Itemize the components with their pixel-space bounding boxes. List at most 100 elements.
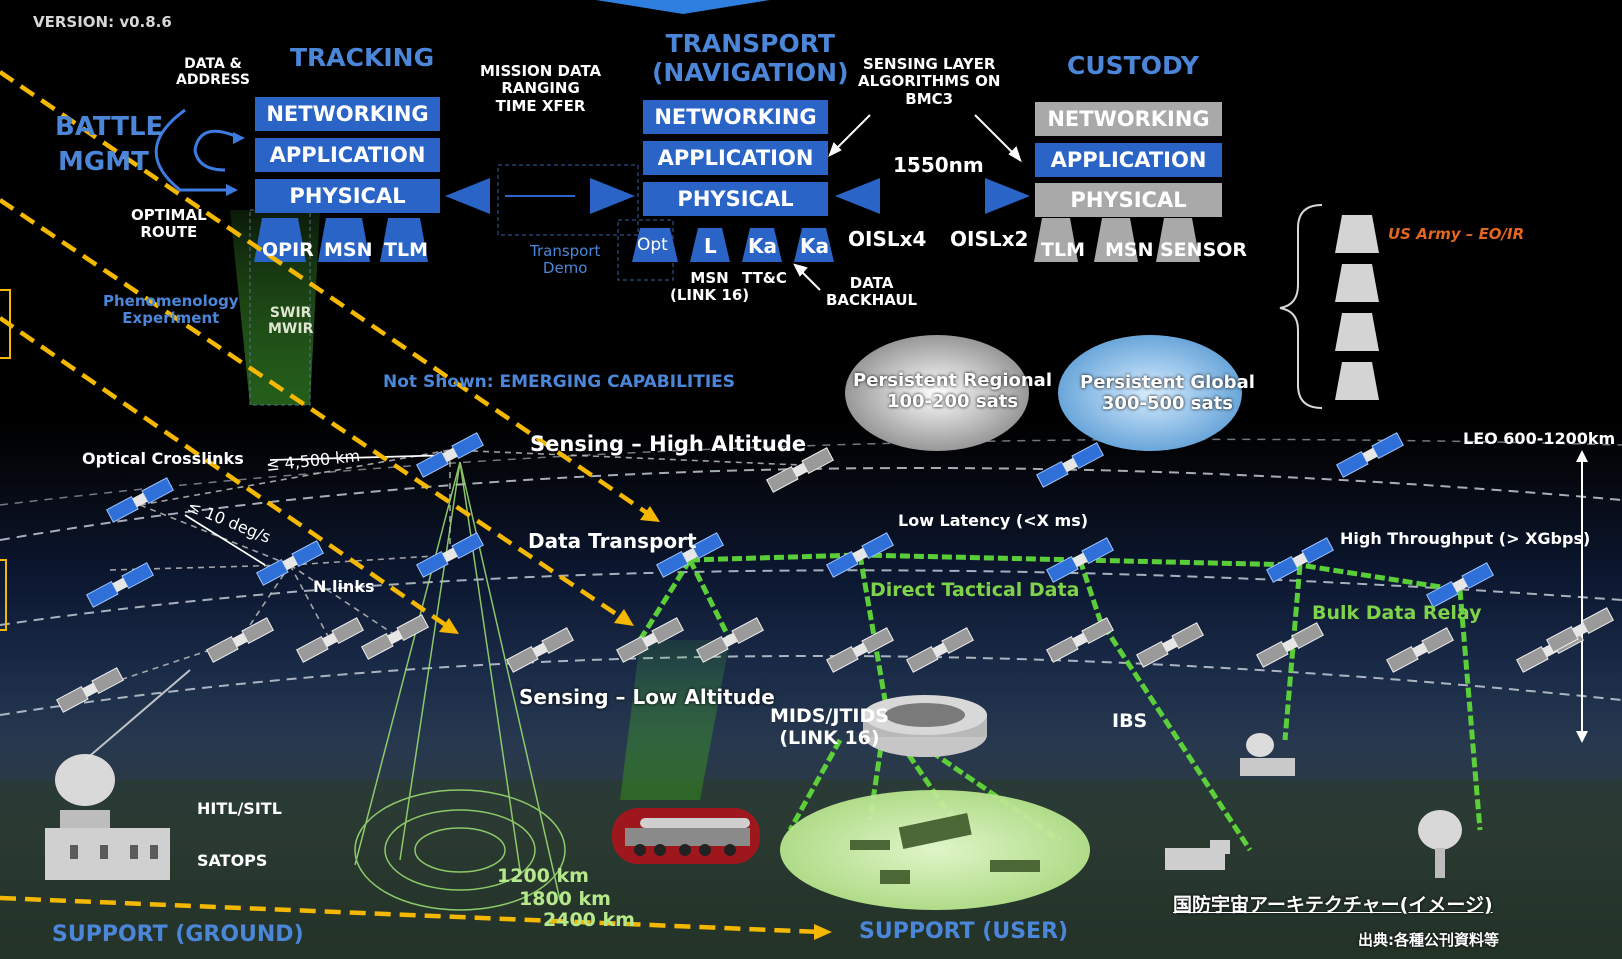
transport-physical: PHYSICAL	[643, 182, 828, 216]
orbit-mid	[0, 569, 1622, 626]
tracking-title: TRACKING	[290, 43, 435, 72]
optimal-route-label: OPTIMAL ROUTE	[131, 206, 207, 242]
satellite-icon	[1136, 622, 1204, 668]
custody-title: CUSTODY	[1067, 51, 1199, 80]
satellite-icon	[906, 627, 974, 673]
custody-payload-msn: MSN	[1105, 239, 1154, 261]
satellite-icon	[1256, 622, 1324, 668]
caption-title: 国防宇宙アーキテクチャー(イメージ)	[1173, 894, 1493, 916]
satellite-icon	[616, 617, 684, 663]
range-1200-label: 1200 km	[497, 865, 589, 887]
transport-networking: NETWORKING	[643, 100, 828, 134]
transport-payload-ka2: Ka	[800, 234, 829, 258]
oisl-x2-label: OISLx2	[950, 227, 1029, 251]
satops-label: SATOPS	[197, 851, 268, 870]
yellow-pointer-arrows	[0, 70, 821, 935]
tracking-payload-opir: OPIR	[262, 239, 314, 261]
direct-tactical-label: Direct Tactical Data	[870, 579, 1080, 601]
sensing-low-label: Sensing – Low Altitude	[519, 685, 775, 709]
tracking-networking: NETWORKING	[255, 97, 440, 131]
ibs-label: IBS	[1112, 710, 1148, 732]
caption-source: 出典:各種公刊資料等	[1358, 931, 1499, 949]
bulk-relay-label: Bulk Data Relay	[1312, 602, 1482, 624]
battle-label: BATTLE	[55, 112, 164, 142]
custody-payload-sensor: SENSOR	[1160, 239, 1248, 261]
transport-payload-l: L	[704, 234, 717, 258]
satellite-icon	[826, 627, 894, 673]
oisl-x4-label: OISLx4	[848, 227, 927, 251]
tracking-payload-tlm: TLM	[384, 239, 428, 261]
regional-globe	[845, 335, 1029, 451]
data-address-label: DATA & ADDRESS	[176, 56, 250, 89]
custody-payload-tlm: TLM	[1041, 239, 1085, 261]
top-chevron-shape	[596, 0, 770, 14]
us-army-label: US Army – EO/IR	[1388, 225, 1525, 243]
satellite-icon	[106, 477, 174, 523]
data-backhaul-label: DATA BACKHAUL	[826, 274, 918, 310]
high-throughput-label: High Throughput (> XGbps)	[1340, 529, 1591, 548]
global-globe	[1058, 335, 1242, 451]
custody-networking: NETWORKING	[1035, 102, 1222, 136]
swir-mwir-label: SWIR MWIR	[268, 305, 314, 338]
sensing-high-label: Sensing – High Altitude	[530, 432, 807, 456]
range-1800-label: 1800 km	[519, 888, 611, 910]
transport-payload-opt: Opt	[637, 235, 668, 255]
range-2400-label: 2400 km	[543, 909, 635, 931]
support-ground-label: SUPPORT (GROUND)	[52, 922, 304, 947]
satellite-icon	[416, 532, 484, 578]
tracking-physical: PHYSICAL	[255, 179, 440, 213]
transport-application: APPLICATION	[643, 141, 828, 175]
wavelength-label: 1550nm	[893, 153, 984, 177]
version-label: VERSION: v0.8.6	[33, 13, 172, 31]
custody-application: APPLICATION	[1035, 143, 1222, 177]
not-shown-label: Not Shown: EMERGING CAPABILITIES	[383, 372, 736, 392]
tracking-payload-msn: MSN	[324, 239, 373, 261]
us-army-payload-stack	[1335, 215, 1379, 400]
satellite-icon	[361, 614, 429, 660]
satellite-icon	[506, 627, 574, 673]
satellite-icon	[656, 532, 724, 578]
satellite-icon	[826, 532, 894, 578]
mgmt-label: MGMT	[58, 147, 149, 177]
persistent-global-label: Persistent Global 300-500 sats	[1080, 372, 1255, 414]
optical-crosslinks-label: Optical Crosslinks	[82, 449, 244, 468]
ttc-label: TT&C	[742, 269, 787, 287]
satellite-icon	[1046, 537, 1114, 583]
satellite-icon	[766, 447, 834, 493]
satellite-icon	[1386, 627, 1454, 673]
mids-jtids-label: MIDS/JTIDS (LINK 16)	[770, 705, 889, 749]
satellite-icon	[1546, 607, 1614, 653]
satellite-icon	[1046, 617, 1114, 663]
tracking-application: APPLICATION	[255, 138, 440, 172]
satellite-icon	[1426, 562, 1494, 608]
phenomenology-label: Phenomenology Experiment	[103, 292, 239, 328]
satellite-icon	[86, 562, 154, 608]
leo-altitude-label: LEO 600-1200km	[1463, 429, 1616, 448]
low-latency-label: Low Latency (<X ms)	[898, 511, 1089, 530]
satellite-icon	[696, 617, 764, 663]
n-links-label: N links	[313, 577, 375, 596]
transport-title: TRANSPORT (NAVIGATION)	[652, 29, 849, 87]
satellite-icon	[1336, 432, 1404, 478]
data-transport-label: Data Transport	[528, 529, 697, 553]
hitl-sitl-label: HITL/SITL	[197, 799, 282, 818]
satellite-icon	[1036, 442, 1104, 488]
sensing-layer-label: SENSING LAYER ALGORITHMS ON BMC3	[858, 55, 1001, 108]
satellites-layer	[56, 432, 1614, 713]
satellite-icon	[56, 667, 124, 713]
support-user-label: SUPPORT (USER)	[859, 919, 1069, 944]
msn-link16-label: MSN (LINK 16)	[670, 269, 750, 305]
satellite-icon	[1266, 537, 1334, 583]
satellite-icon	[416, 432, 484, 478]
custody-physical: PHYSICAL	[1035, 183, 1222, 217]
mission-data-label: MISSION DATA RANGING TIME XFER	[480, 62, 602, 115]
transport-demo-label: Transport Demo	[530, 242, 601, 278]
persistent-regional-label: Persistent Regional 100-200 sats	[853, 370, 1052, 412]
user-ground-pad	[780, 790, 1090, 910]
satellite-icon	[256, 540, 324, 586]
satellite-icon	[206, 617, 274, 663]
satellite-icon	[296, 617, 364, 663]
transport-payload-ka1: Ka	[748, 234, 777, 258]
